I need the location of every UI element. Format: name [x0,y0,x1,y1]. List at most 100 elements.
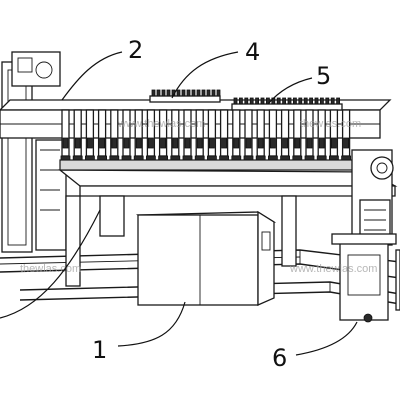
tool-module [305,109,314,157]
tool-head [74,137,81,149]
leader-left [0,209,101,319]
rail-tooth [151,89,156,97]
tool-modules [60,109,352,162]
tool-module [183,109,192,157]
tool-module [171,109,180,157]
rail-segment [231,103,343,111]
rail-tooth [265,97,270,105]
rail-tooth [216,89,221,97]
rail-tooth [176,89,181,97]
tool-head [282,137,289,149]
rail-tooth [181,89,186,97]
tool-head [257,137,264,149]
tool-head [221,137,228,149]
tool-head [172,137,179,149]
rail-tooth [211,89,216,97]
tool-head [135,137,142,149]
tool-head [111,137,118,149]
tool-module [341,109,351,157]
callout-2: 2 [128,36,143,64]
rail-tooth [166,89,171,97]
tool-module [195,109,204,157]
tool-module [207,109,217,157]
rail-tooth [196,89,201,97]
leader-2 [61,51,123,101]
tool-head [306,137,313,149]
tool-module [329,109,339,157]
leader-6 [295,321,358,356]
tool-module [158,109,168,157]
rail-tooth [292,97,297,105]
tool-head [62,137,69,149]
rail-tooth [309,97,314,105]
rail-segment [149,95,221,103]
watermark-text: www.thewlas.com [289,263,377,275]
leader-lines [0,51,358,356]
rail-tooth [336,97,341,105]
rail-tooth [287,97,292,105]
tool-module [317,109,326,157]
tool-module [134,109,143,157]
tool-module [97,109,107,157]
rail-tooth [191,89,196,97]
tool-head [318,137,325,149]
tool-module [122,109,131,157]
rail-tooth [156,89,161,97]
tool-module [280,109,290,157]
tool-head [294,137,301,149]
leader-1 [117,301,186,347]
tool-module [146,109,156,157]
tool-head [184,137,191,149]
tool-head [160,137,167,149]
rail-tooth [233,97,238,105]
watermarks: www.thewlas.com thewlas.com www.thewlas.… [20,118,377,275]
watermark-text: thewlas.com [20,263,81,275]
rail-tooth [319,97,324,105]
leader-5 [267,77,313,105]
left-feet [65,195,297,287]
watermark-text: www.thewlas.com [117,118,205,130]
right-drive [351,149,394,246]
tool-module [244,109,253,157]
tool-head [196,137,203,149]
callout-4: 4 [245,38,260,66]
tool-module [219,109,229,157]
tool-module [85,109,95,157]
rail-tooth [161,89,166,97]
watermark-text: thewlas.com [300,118,361,130]
tool-head [330,137,337,149]
rail-tooth [314,97,319,105]
tool-head [123,137,130,149]
rail-tooth [282,97,287,105]
rail-tooth [276,97,281,105]
rail-tooth [255,97,260,105]
callout-1: 1 [92,336,107,364]
tool-module [256,109,265,157]
rail-tooth [303,97,308,105]
rail-tooth [206,89,211,97]
tool-head [208,137,215,149]
tool-head [269,137,276,149]
rail-tooth [325,97,330,105]
rail-tooth [244,97,249,105]
tool-module [268,109,278,157]
rail-tooth [330,97,335,105]
tool-head [87,137,93,149]
tool-head [147,137,154,149]
tool-module [293,109,302,157]
tool-module [110,109,119,157]
left-column [1,51,67,253]
rail-tooth [238,97,243,105]
tool-head [245,137,252,149]
tool-head [343,137,350,149]
callouts: 2 4 5 1 6 [92,36,331,372]
tool-module [61,109,70,157]
callout-6: 6 [272,344,287,372]
tool-module [73,109,82,157]
rail-tooth [298,97,303,105]
rail-tooth [260,97,265,105]
rail-tooth [249,97,254,105]
control-cabinet [135,210,277,306]
tool-head [99,137,105,149]
